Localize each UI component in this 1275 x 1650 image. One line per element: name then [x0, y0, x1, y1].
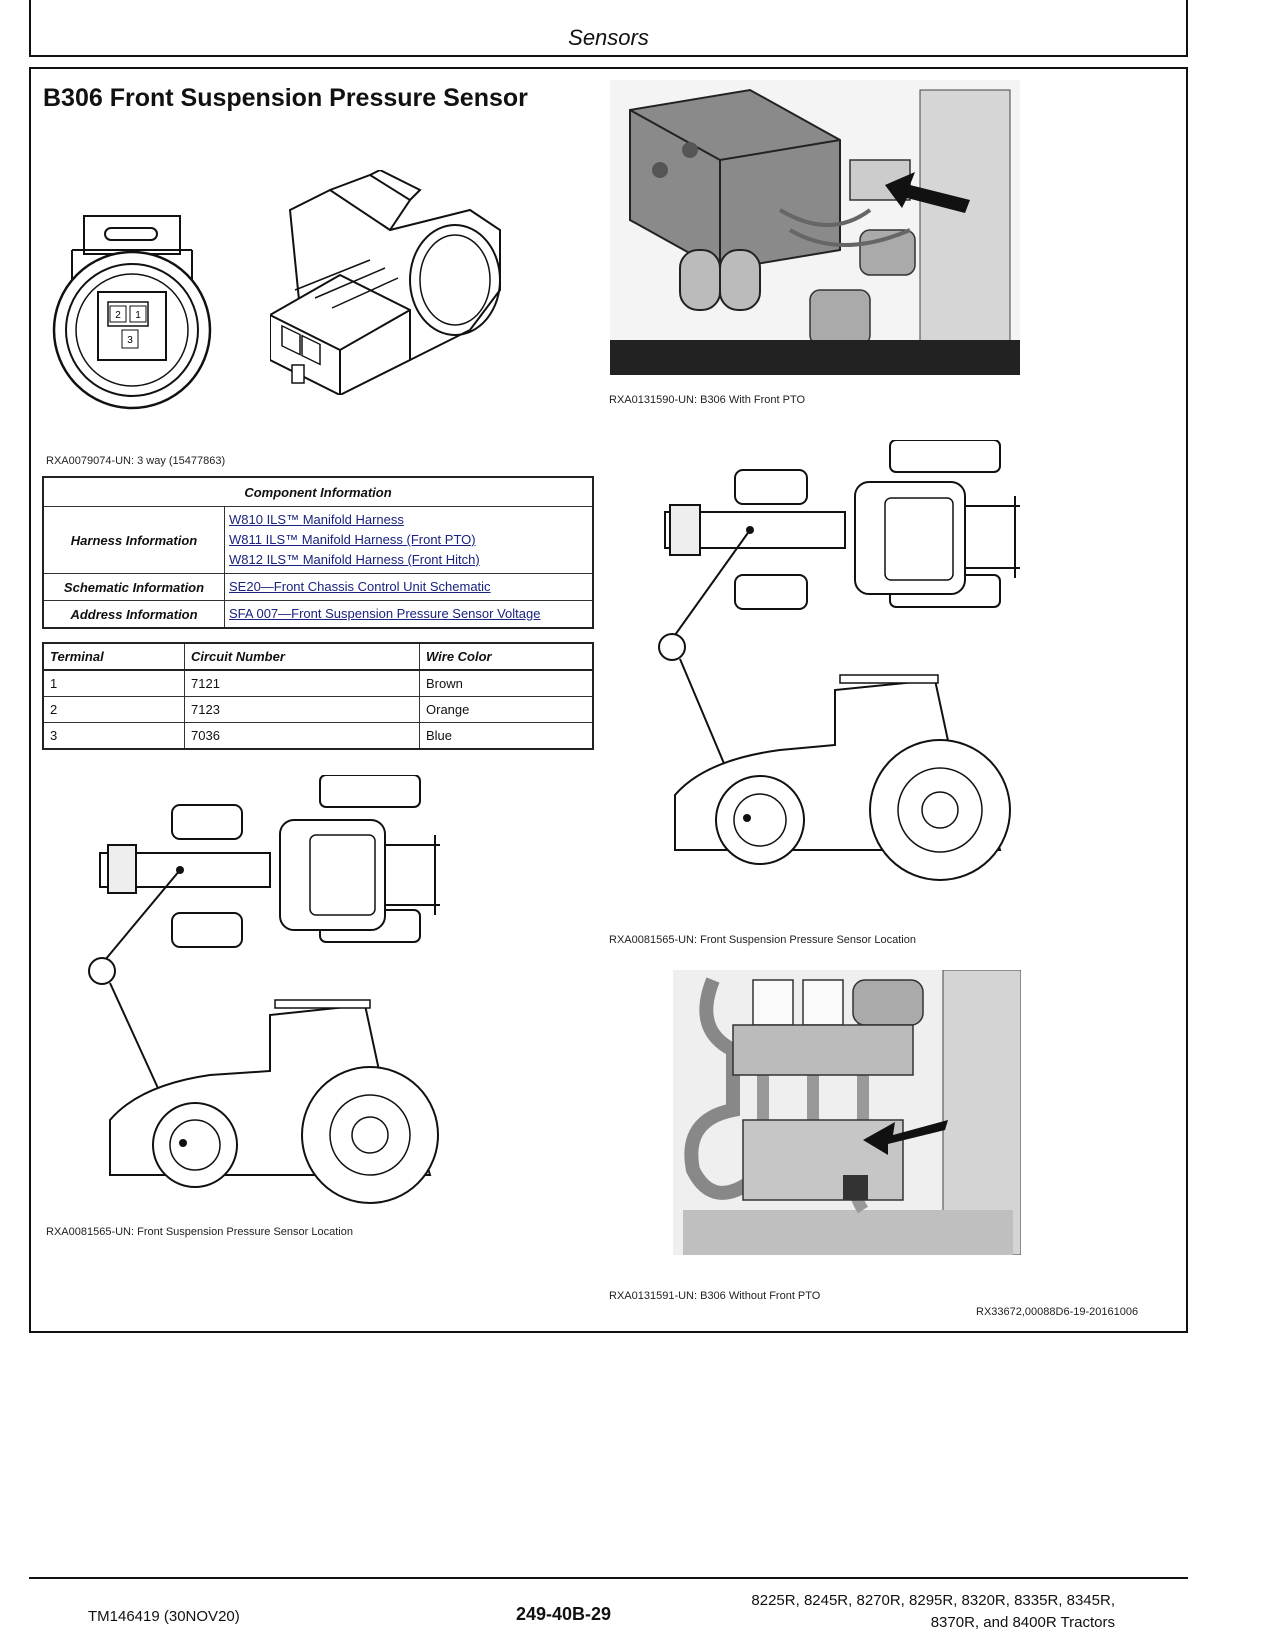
harness-link-w810[interactable]: W810 ILS™ Manifold Harness: [229, 512, 404, 527]
address-link-sfa007[interactable]: SFA 007—Front Suspension Pressure Sensor…: [229, 606, 541, 621]
connector-isometric-diagram: [270, 170, 501, 395]
pin-label: 2: [115, 310, 121, 321]
table-row: 1 7121 Brown: [42, 669, 594, 697]
connector-caption: RXA0079074-UN: 3 way (15477863): [46, 455, 226, 467]
model-list: 8225R, 8245R, 8270R, 8295R, 8320R, 8335R…: [660, 1590, 1115, 1634]
section-title: B306 Front Suspension Pressure Sensor: [43, 84, 528, 112]
address-info-label: Address Information: [42, 600, 225, 629]
harness-link-w811[interactable]: W811 ILS™ Manifold Harness (Front PTO): [229, 532, 476, 547]
circuit-cell: 7123: [184, 696, 420, 723]
wire-color-cell: Brown: [419, 669, 594, 697]
left-location-caption: RXA0081565-UN: Front Suspension Pressure…: [46, 1226, 353, 1238]
wire-color-cell: Blue: [419, 722, 594, 750]
component-info-table: Component Information Harness Informatio…: [42, 476, 594, 629]
manifold-with-pto-image: [610, 80, 1020, 375]
content-frame: [29, 67, 1188, 1333]
without-pto-caption: RXA0131591-UN: B306 Without Front PTO: [609, 1290, 821, 1302]
harness-info-label: Harness Information: [42, 506, 225, 574]
page-header: Sensors: [29, 0, 1188, 57]
schematic-link-se20[interactable]: SE20—Front Chassis Control Unit Schemati…: [229, 579, 491, 594]
column-header: Terminal: [42, 642, 185, 671]
manifold-without-pto-image: [673, 970, 1021, 1255]
circuit-cell: 7121: [184, 669, 420, 697]
connector-face-diagram: 2 1 3: [52, 215, 212, 410]
footer-rule: [29, 1577, 1188, 1579]
model-list-line: 8225R, 8245R, 8270R, 8295R, 8320R, 8335R…: [751, 1592, 1115, 1609]
terminal-table: Terminal Circuit Number Wire Color 1 712…: [42, 642, 594, 750]
column-header: Wire Color: [419, 642, 594, 671]
column-header: Circuit Number: [184, 642, 420, 671]
right-location-caption: RXA0081565-UN: Front Suspension Pressure…: [609, 934, 916, 946]
wire-color-cell: Orange: [419, 696, 594, 723]
component-info-heading: Component Information: [42, 476, 594, 507]
terminal-cell: 3: [42, 722, 185, 750]
page-number: 249-40B-29: [516, 1604, 612, 1624]
pin-label: 3: [127, 335, 133, 346]
circuit-cell: 7036: [184, 722, 420, 750]
pin-label: 1: [135, 310, 141, 321]
table-row: 2 7123 Orange: [42, 696, 594, 723]
terminal-cell: 1: [42, 669, 185, 697]
model-list-line: 8370R, and 8400R Tractors: [930, 1614, 1115, 1631]
header-title: Sensors: [568, 25, 649, 50]
harness-link-w812[interactable]: W812 ILS™ Manifold Harness (Front Hitch): [229, 552, 480, 567]
manual-number: TM146419 (30NOV20): [88, 1608, 240, 1625]
tractor-location-diagram-left: [88, 775, 440, 1204]
table-row: 3 7036 Blue: [42, 722, 594, 750]
schematic-info-label: Schematic Information: [42, 573, 225, 601]
tractor-location-diagram-right: [658, 440, 1020, 881]
document-reference: RX33672,00088D6-19-20161006: [976, 1306, 1139, 1318]
with-pto-caption: RXA0131590-UN: B306 With Front PTO: [609, 394, 806, 406]
terminal-cell: 2: [42, 696, 185, 723]
